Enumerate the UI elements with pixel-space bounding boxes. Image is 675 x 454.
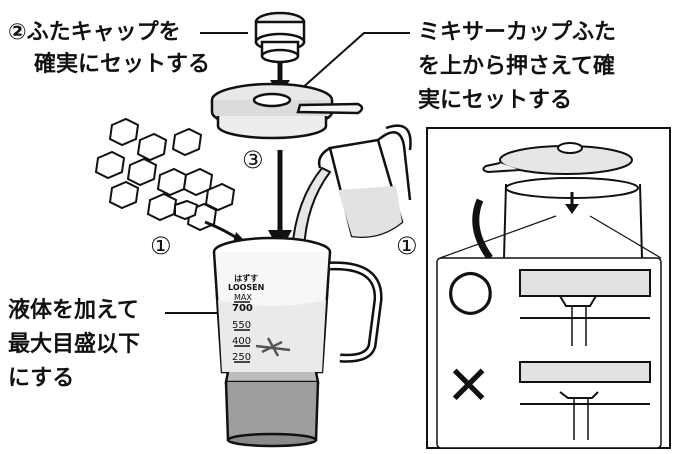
lid-step-line1: ミキサーカップふた [418,20,617,45]
arrow-down-icon-2 [268,150,292,252]
step-number-center: ③ [242,146,264,174]
liquid-stream [290,166,332,251]
mark-550: 550 [232,320,252,331]
liquid-step-line3: にする [8,366,75,391]
liquid-step-line2: 最大目盛以下 [8,332,141,357]
cap-icon [254,11,306,64]
step-number-left: ① [150,232,172,260]
blender-cup-icon [212,236,383,448]
correct-symbol: ○ [446,257,495,322]
max-label: MAX [234,293,252,302]
ice-cubes-icon [94,117,236,232]
correct-detail [519,269,651,346]
detail-inset [436,257,662,449]
incorrect-symbol: ✕ [446,354,492,417]
liquid-step-line1: 液体を加えて [8,298,139,323]
step-number-right: ① [396,232,418,260]
loosen-label: はずす LOOSEN [228,274,265,292]
detail-arrow-icon [565,192,579,214]
mark-250: 250 [232,352,252,363]
pitcher-icon [317,124,412,238]
lid-step-line3: 実にセットする [418,88,573,113]
lid-step-line2: を上から押さえて確 [418,54,615,79]
incorrect-detail [519,361,651,440]
max-value: 700 [232,303,253,314]
cap-step-line1: ②ふたキャップを [8,20,181,45]
lid-icon [210,82,364,140]
mark-400: 400 [232,336,252,347]
cap-step-line2: 確実にセットする [34,52,211,77]
